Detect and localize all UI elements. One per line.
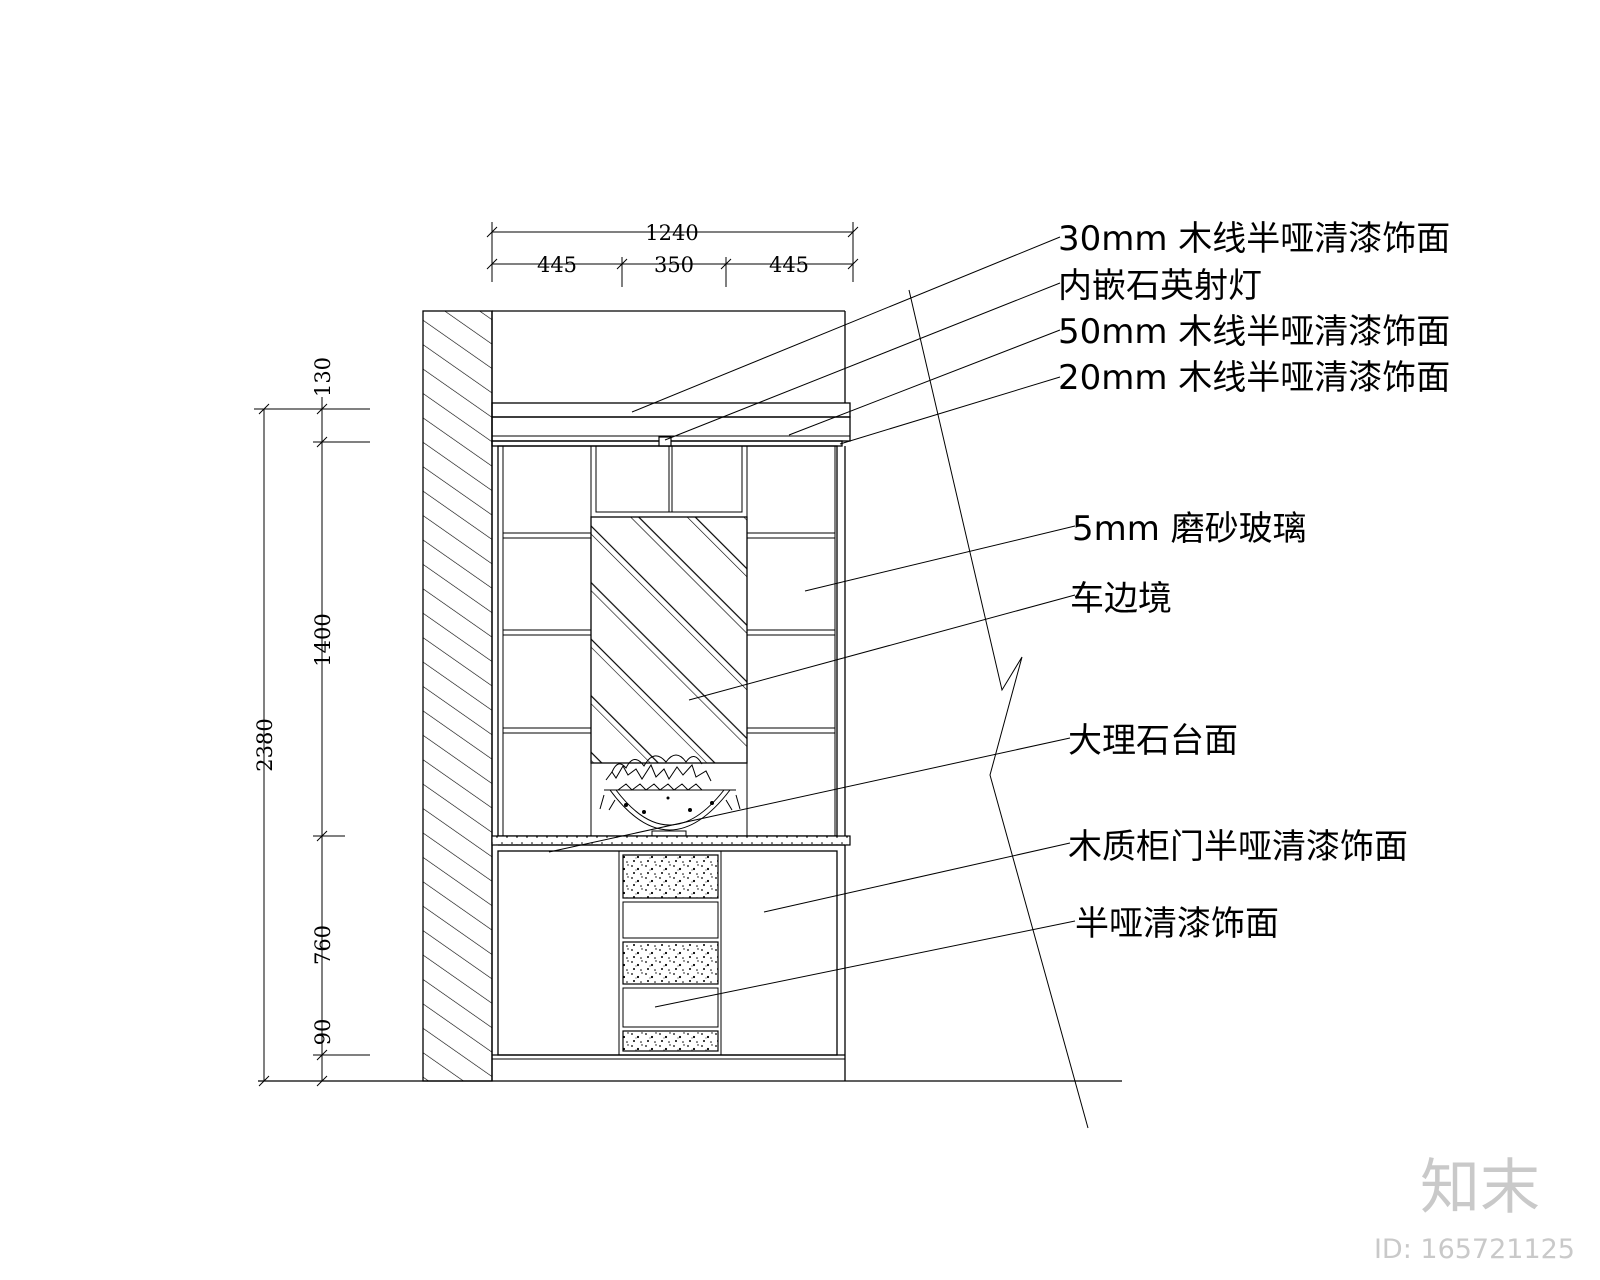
dim-left-seg-1: 130 xyxy=(311,357,335,397)
label-frosted-glass: 5mm 磨砂玻璃 xyxy=(1072,509,1307,549)
watermark-id: ID: 165721125 xyxy=(1374,1234,1575,1265)
beveled-mirror xyxy=(590,516,748,837)
cabinet-door-right xyxy=(720,850,838,1056)
label-30mm-molding: 30mm 木线半哑清漆饰面 xyxy=(1058,219,1450,259)
lower-cabinet xyxy=(492,850,845,1060)
break-line xyxy=(908,289,1089,1129)
dim-left-seg-3: 760 xyxy=(311,925,335,965)
watermark-brand: 知末 xyxy=(1420,1153,1540,1223)
wall-section xyxy=(422,310,493,1082)
plant-bowl-decor xyxy=(599,754,741,837)
cabinet-door-left xyxy=(497,850,620,1056)
dim-top-total: 1240 xyxy=(645,221,698,245)
label-20mm-molding: 20mm 木线半哑清漆饰面 xyxy=(1058,358,1450,398)
watermark: 知末 ID: 165721125 xyxy=(1374,1153,1575,1265)
top-moldings xyxy=(491,402,851,447)
label-marble-countertop: 大理石台面 xyxy=(1068,721,1238,761)
dim-top-seg-1: 445 xyxy=(537,253,577,277)
leader-lines xyxy=(548,236,1076,1008)
label-50mm-molding: 50mm 木线半哑清漆饰面 xyxy=(1058,312,1450,352)
label-cabinet-door-finish: 木质柜门半哑清漆饰面 xyxy=(1068,827,1408,867)
dim-left-seg-2: 1400 xyxy=(311,613,335,666)
label-semi-matte-finish: 半哑清漆饰面 xyxy=(1075,904,1279,944)
dim-top-seg-3: 445 xyxy=(769,253,809,277)
marble-countertop xyxy=(491,835,851,846)
left-dimensions: 2380 130 1400 760 90 xyxy=(253,357,370,1087)
dim-left-seg-4: 90 xyxy=(311,1019,335,1046)
label-quartz-spotlight: 内嵌石英射灯 xyxy=(1058,266,1262,306)
top-dimensions: 1240 445 350 445 xyxy=(486,221,859,287)
dim-left-total: 2380 xyxy=(253,718,277,771)
annotation-labels: 30mm 木线半哑清漆饰面 内嵌石英射灯 50mm 木线半哑清漆饰面 20mm … xyxy=(1058,219,1450,944)
label-beveled-mirror: 车边境 xyxy=(1070,579,1172,619)
dim-top-seg-2: 350 xyxy=(654,253,694,277)
